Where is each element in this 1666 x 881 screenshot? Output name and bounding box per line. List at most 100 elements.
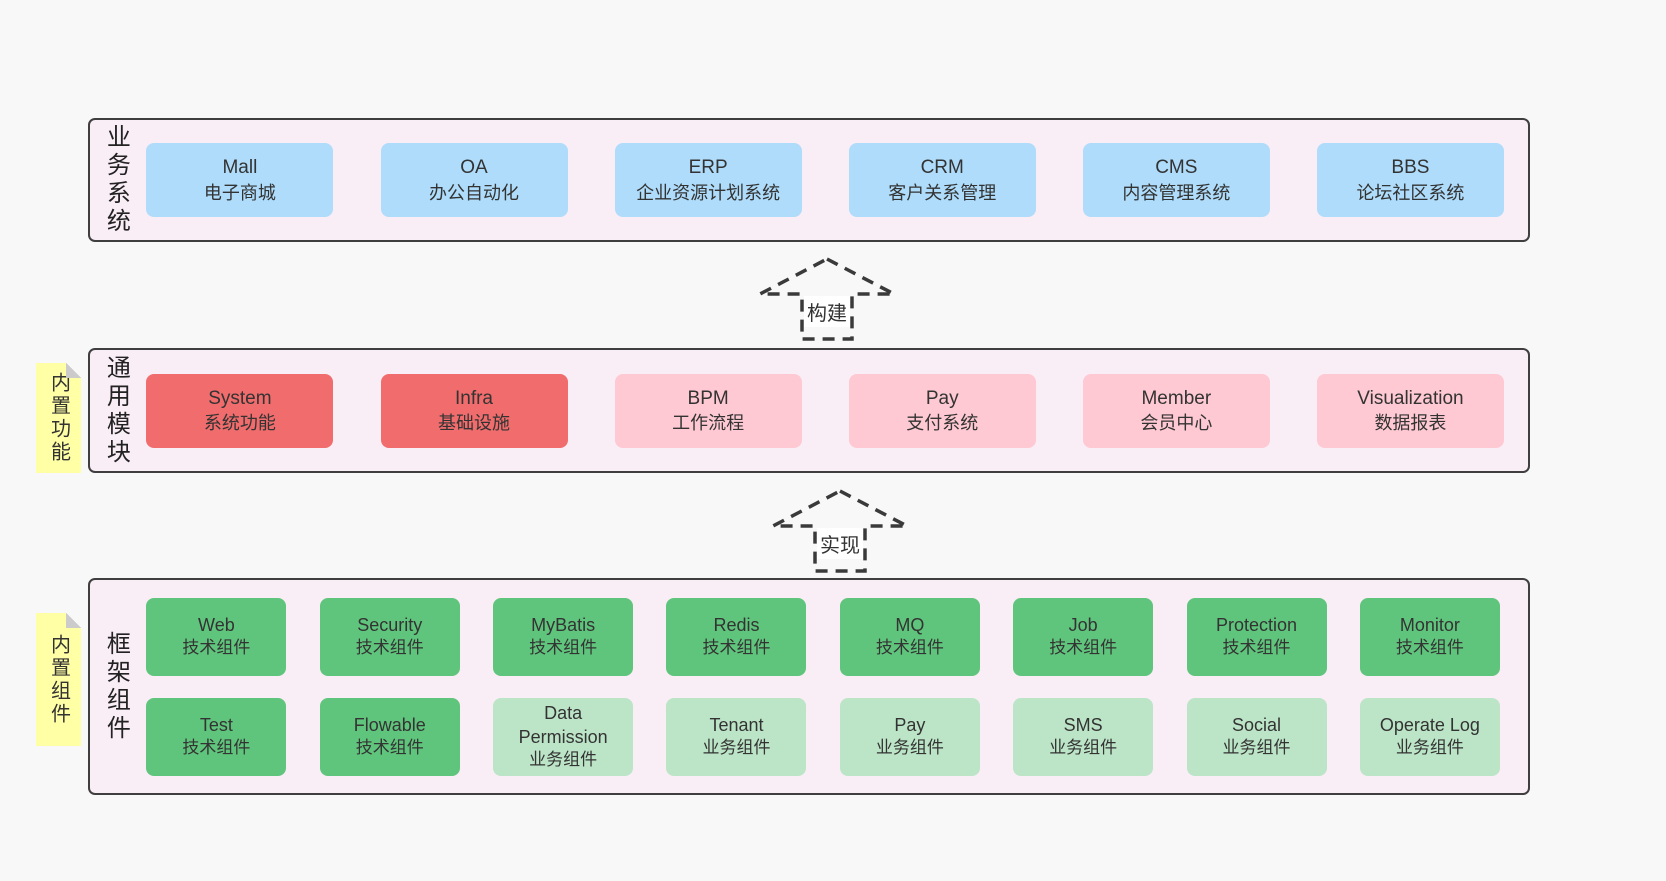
box-title-en: Pay: [925, 387, 959, 409]
tier-label-business: 业务系统: [102, 124, 130, 236]
component-box: Tenant 业务组件: [666, 697, 807, 776]
box-title-zh: 工作流程: [672, 413, 745, 434]
implement-arrow-label: 实现: [817, 528, 863, 559]
box-title-en: Flowable: [353, 714, 426, 735]
box-title-en: Test: [199, 714, 233, 735]
box-title-en: CRM: [920, 157, 964, 179]
module-box: Infra 基础设施: [380, 373, 568, 448]
box-title-zh: 论坛社区系统: [1356, 182, 1465, 203]
box-title-en: Member: [1141, 387, 1212, 409]
build-arrow-label: 构建: [804, 296, 850, 327]
box-title-zh: 基础设施: [438, 413, 510, 434]
box-title-zh: 内容管理系统: [1122, 182, 1231, 203]
component-box: Flowable 技术组件: [319, 697, 460, 776]
component-box: Operate Log 业务组件: [1359, 697, 1500, 776]
box-title-en: BPM: [687, 387, 729, 409]
system-box: BBS 论坛社区系统: [1316, 143, 1504, 217]
business-boxes: Mall 电子商城 OA 办公自动化 ERP 企业资源计划系统 CRM 客户关系…: [128, 143, 1528, 217]
module-box: BPM 工作流程: [614, 373, 802, 448]
box-title-en: Operate Log: [1379, 714, 1480, 735]
box-title-zh: 技术组件: [182, 738, 251, 758]
box-title-en: MyBatis: [531, 614, 596, 635]
box-title-zh: 客户关系管理: [888, 182, 997, 203]
system-box: ERP 企业资源计划系统: [614, 143, 802, 217]
system-box: OA 办公自动化: [380, 143, 568, 217]
box-title-en: Visualization: [1357, 387, 1464, 409]
box-title-en: SMS: [1063, 714, 1103, 735]
box-title-zh: 数据报表: [1374, 413, 1447, 434]
box-title-zh: 技术组件: [875, 638, 944, 658]
box-title-zh: 技术组件: [1395, 638, 1464, 658]
system-box: CRM 客户关系管理: [848, 143, 1036, 217]
box-title-zh: 业务组件: [1395, 738, 1464, 758]
box-title-en: Data Permission: [518, 702, 608, 748]
module-box: System 系统功能: [146, 373, 334, 448]
component-box: MyBatis 技术组件: [493, 597, 634, 676]
box-title-en: System: [208, 387, 272, 409]
module-box: Member 会员中心: [1082, 373, 1270, 448]
build-arrow: 构建: [757, 256, 897, 342]
box-title-zh: 技术组件: [529, 638, 598, 658]
up-arrow-icon: [772, 489, 908, 573]
component-box: Social 业务组件: [1186, 697, 1327, 776]
box-title-en: Job: [1068, 614, 1098, 635]
box-title-zh: 电子商城: [203, 182, 276, 203]
box-title-zh: 技术组件: [702, 638, 771, 658]
box-title-en: ERP: [688, 157, 728, 179]
module-box: Visualization 数据报表: [1316, 373, 1504, 448]
module-boxes: System 系统功能 Infra 基础设施 BPM 工作流程 Pay 支付系统…: [128, 373, 1528, 448]
up-arrow-icon: [759, 257, 895, 341]
box-title-zh: 企业资源计划系统: [636, 182, 781, 203]
box-title-zh: 技术组件: [182, 638, 251, 658]
folded-corner-icon: [66, 613, 81, 628]
builtin-features-note: 内置功能: [36, 363, 81, 473]
box-title-zh: 技术组件: [355, 638, 424, 658]
box-title-zh: 办公自动化: [429, 182, 519, 203]
framework-boxes: Web 技术组件 Security 技术组件 MyBatis 技术组件 Redi…: [128, 597, 1528, 776]
box-title-en: Social: [1232, 714, 1282, 735]
box-title-en: MQ: [895, 614, 925, 635]
tier-label-modules: 通用模块: [102, 354, 130, 467]
folded-corner-icon: [66, 363, 81, 378]
builtin-components-note: 内置组件: [36, 613, 81, 746]
component-box: Pay 业务组件: [839, 697, 980, 776]
component-box: Protection 技术组件: [1186, 597, 1327, 676]
box-title-zh: 技术组件: [1049, 638, 1118, 658]
box-title-en: Infra: [454, 387, 494, 409]
box-title-en: CMS: [1155, 157, 1198, 179]
box-title-en: Monitor: [1399, 614, 1460, 635]
box-title-zh: 会员中心: [1140, 413, 1213, 434]
system-box: CMS 内容管理系统: [1082, 143, 1270, 217]
component-box: Web 技术组件: [146, 597, 287, 676]
implement-arrow: 实现: [770, 488, 910, 574]
box-title-en: Protection: [1216, 614, 1298, 635]
component-box: MQ 技术组件: [839, 597, 980, 676]
component-box: Data Permission 业务组件: [493, 697, 634, 776]
component-box: Job 技术组件: [1013, 597, 1154, 676]
component-box: Redis 技术组件: [666, 597, 807, 676]
framework-components-tier: 框架组件 Web 技术组件 Security 技术组件 MyBatis 技术组件…: [88, 578, 1530, 795]
box-title-zh: 支付系统: [906, 413, 979, 434]
box-title-zh: 业务组件: [529, 750, 598, 770]
component-box: Test 技术组件: [146, 697, 287, 776]
note-text: 内置组件: [47, 633, 70, 726]
box-title-zh: 技术组件: [355, 738, 424, 758]
box-title-en: Tenant: [709, 714, 764, 735]
box-title-zh: 系统功能: [203, 413, 276, 434]
box-title-en: OA: [460, 157, 488, 179]
system-box: Mall 电子商城: [146, 143, 334, 217]
business-systems-tier: 业务系统 Mall 电子商城 OA 办公自动化 ERP 企业资源计划系统 CRM…: [88, 118, 1530, 242]
note-text: 内置功能: [47, 372, 70, 464]
tier-label-framework: 框架组件: [102, 630, 130, 743]
box-title-en: Security: [357, 614, 423, 635]
component-box: SMS 业务组件: [1013, 697, 1154, 776]
common-modules-tier: 通用模块 System 系统功能 Infra 基础设施 BPM 工作流程 Pay…: [88, 348, 1530, 473]
module-box: Pay 支付系统: [848, 373, 1036, 448]
component-box: Monitor 技术组件: [1359, 597, 1500, 676]
box-title-zh: 技术组件: [1222, 638, 1291, 658]
box-title-zh: 业务组件: [702, 738, 771, 758]
box-title-zh: 业务组件: [875, 738, 944, 758]
component-box: Security 技术组件: [319, 597, 460, 676]
box-title-en: Redis: [713, 614, 760, 635]
